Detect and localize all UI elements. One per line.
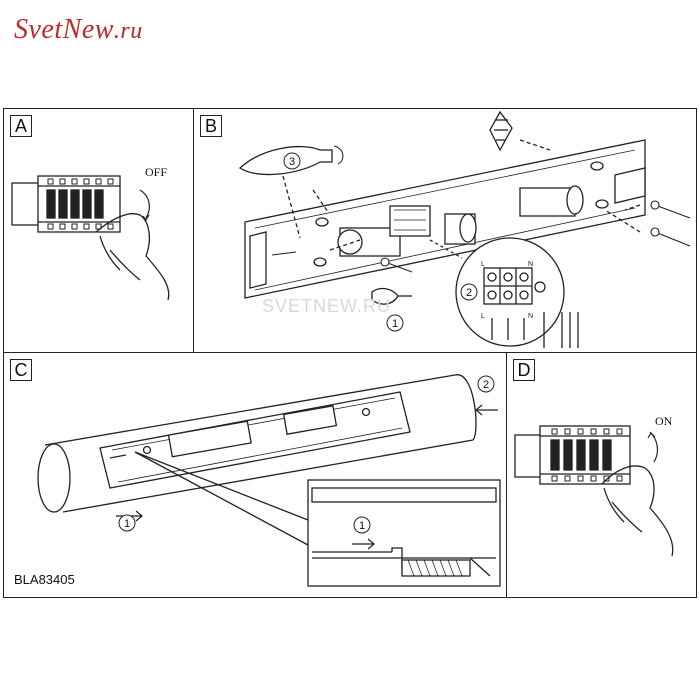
switch-off-illustration xyxy=(11,175,170,301)
terminal-n-top: N xyxy=(528,261,533,268)
step-1-number-c: 1 xyxy=(124,518,130,530)
step-1-number-b: 1 xyxy=(392,318,398,330)
panel-a-label: A xyxy=(10,115,32,137)
logo-part2: New xyxy=(62,14,114,45)
step-3-number: 3 xyxy=(289,156,295,168)
logo-part3: .ru xyxy=(113,18,143,44)
step-1-circle-inset xyxy=(353,516,371,534)
panel-d: D xyxy=(506,352,697,598)
terminal-l-bottom: L xyxy=(481,313,485,320)
off-label: OFF xyxy=(145,165,167,179)
step-2-circle-c xyxy=(477,375,495,393)
panel-c-label: C xyxy=(10,359,32,381)
step-2-number-b: 2 xyxy=(466,287,472,299)
step-1-number-inset: 1 xyxy=(359,520,365,532)
logo: SvetNew.ru xyxy=(14,14,143,54)
panel-b-label: B xyxy=(200,115,222,137)
mounting-illustration xyxy=(238,110,691,348)
step-3-circle xyxy=(283,152,301,170)
watermark: SVETNEW.RU xyxy=(262,296,391,316)
step-1-circle-b xyxy=(386,314,404,332)
panel-d-label: D xyxy=(513,359,535,381)
logo-part1: Svet xyxy=(14,14,63,45)
step-1-circle-c xyxy=(118,514,136,532)
terminal-l-top: L xyxy=(481,261,485,268)
on-label: ON xyxy=(655,414,673,428)
step-2-number-c: 2 xyxy=(483,379,489,391)
step-2-circle-b xyxy=(460,283,478,301)
terminal-n-bottom: N xyxy=(528,313,533,320)
model-code: BLA83405 xyxy=(14,572,75,587)
switch-on-illustration xyxy=(514,425,674,557)
tube-assembly-illustration xyxy=(37,374,501,587)
